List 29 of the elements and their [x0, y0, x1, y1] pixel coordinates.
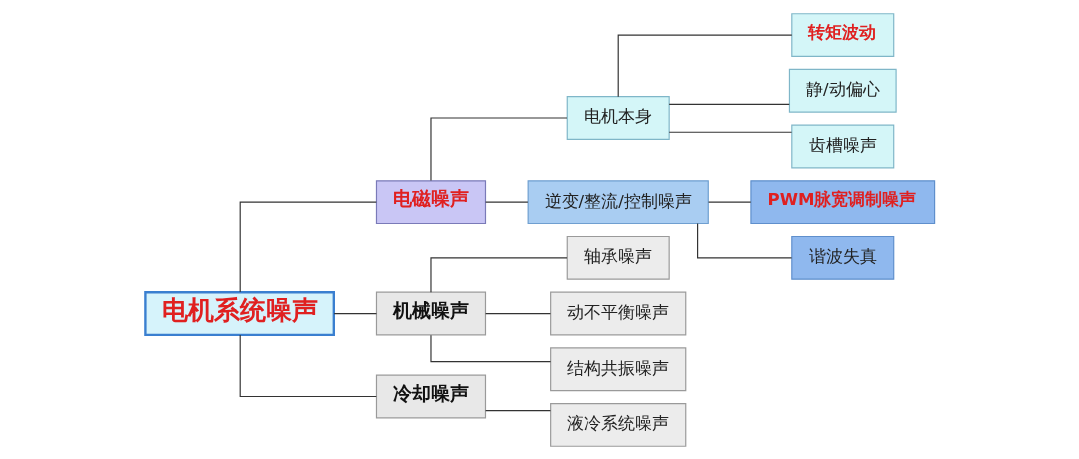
- node-box: 机械噪声: [375, 291, 486, 335]
- connector: [617, 34, 792, 97]
- node-box: 电磁噪声: [375, 179, 486, 224]
- connector: [239, 201, 377, 293]
- connector: [429, 334, 551, 362]
- node-box: 动不平衡噪声: [549, 291, 686, 335]
- node-box: 冷却噪声: [375, 374, 486, 418]
- node-box: 结构共振噪声: [549, 346, 686, 391]
- connector: [484, 201, 528, 203]
- node-box: 谐波失真: [790, 235, 894, 280]
- node-box: 静/动偏心: [788, 68, 897, 113]
- connector: [484, 409, 551, 411]
- connector: [668, 131, 792, 133]
- connector: [429, 256, 568, 293]
- connector: [484, 312, 551, 314]
- node-box: 齿槽噪声: [790, 124, 894, 168]
- connector: [429, 116, 568, 181]
- connector: [707, 201, 751, 203]
- node-box: 电机本身: [566, 95, 670, 140]
- node-box: 转矩波动: [790, 12, 894, 57]
- node-box: 液冷系统噪声: [549, 402, 686, 447]
- node-box: 逆变/整流/控制噪声: [527, 179, 709, 224]
- connector: [239, 333, 377, 397]
- node-box: 电机系统噪声: [143, 290, 335, 336]
- connector: [333, 312, 377, 314]
- connector: [696, 222, 792, 258]
- node-box: 轴承噪声: [566, 235, 670, 280]
- connector: [668, 103, 790, 105]
- node-box: PWM脉宽调制噪声: [749, 179, 935, 224]
